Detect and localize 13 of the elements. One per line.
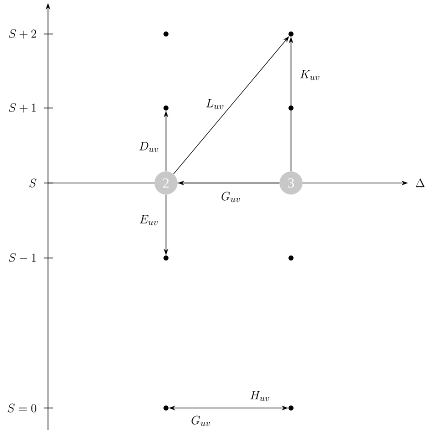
tick-label: $S-1$ [7,252,38,264]
edge-label: $E_{uv}$ [138,214,160,226]
transition-label: $G_{uv}$ [190,415,212,427]
tick-label: $S=0$ [6,402,38,414]
edge-label: $K_{uv}$ [298,69,322,81]
edge-label: $L_{uv}$ [204,98,226,110]
edge-label: $H_{uv}$ [248,390,272,402]
tick-label: $S+2$ [7,28,38,40]
edge-label: $G_{uv}$ [220,191,242,203]
axis-label: $\Delta$ [414,178,426,188]
tick-label: $S+1$ [7,102,38,114]
tick-label: $S$ [28,178,38,188]
edge-label: $D_{uv}$ [138,141,160,153]
